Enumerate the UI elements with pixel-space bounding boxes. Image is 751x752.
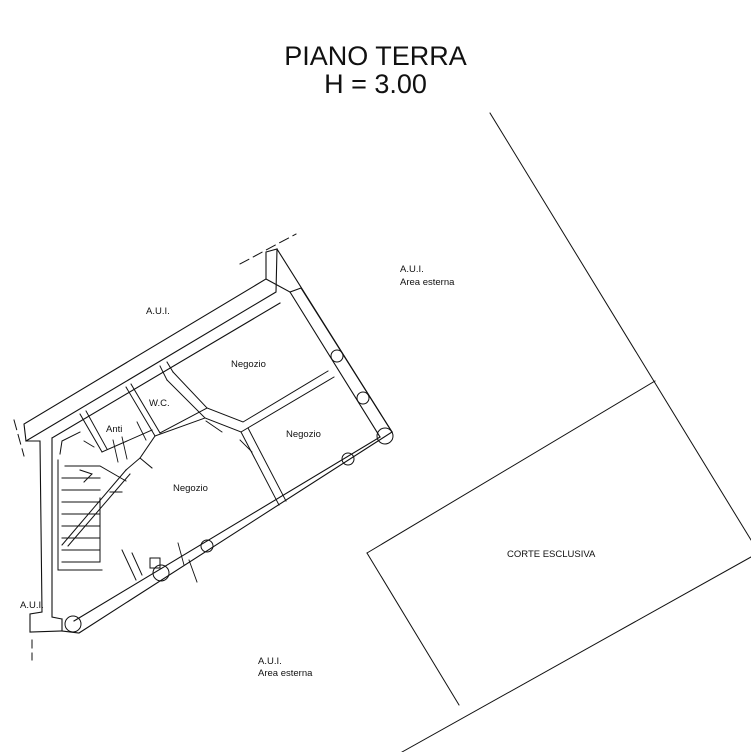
aui-label-left: A.U.I.: [20, 600, 44, 611]
area-esterna-label-top: Area esterna: [400, 277, 455, 288]
corte-esclusiva-label: CORTE ESCLUSIVA: [507, 549, 596, 560]
aui-label-top-right: A.U.I.: [400, 264, 424, 275]
lot-boundary: [13, 112, 751, 752]
aui-label-bottom: A.U.I.: [258, 656, 282, 667]
room-label-negozio-2: Negozio: [286, 429, 321, 440]
door-marks: [83, 420, 253, 583]
room-label-negozio-3: Negozio: [173, 483, 208, 494]
room-label-negozio-1: Negozio: [231, 359, 266, 370]
aui-label-top-left: A.U.I.: [146, 306, 170, 317]
interior-walls: [57, 361, 335, 581]
area-esterna-label-bottom: Area esterna: [258, 668, 313, 679]
ceiling-height-label: H = 3.00: [324, 69, 427, 99]
room-label-wc: W.C.: [149, 398, 170, 409]
outer-walls: [23, 248, 393, 634]
room-label-anti: Anti: [106, 424, 123, 435]
plan-title: PIANO TERRA: [284, 41, 467, 71]
structural-columns: [64, 349, 394, 633]
